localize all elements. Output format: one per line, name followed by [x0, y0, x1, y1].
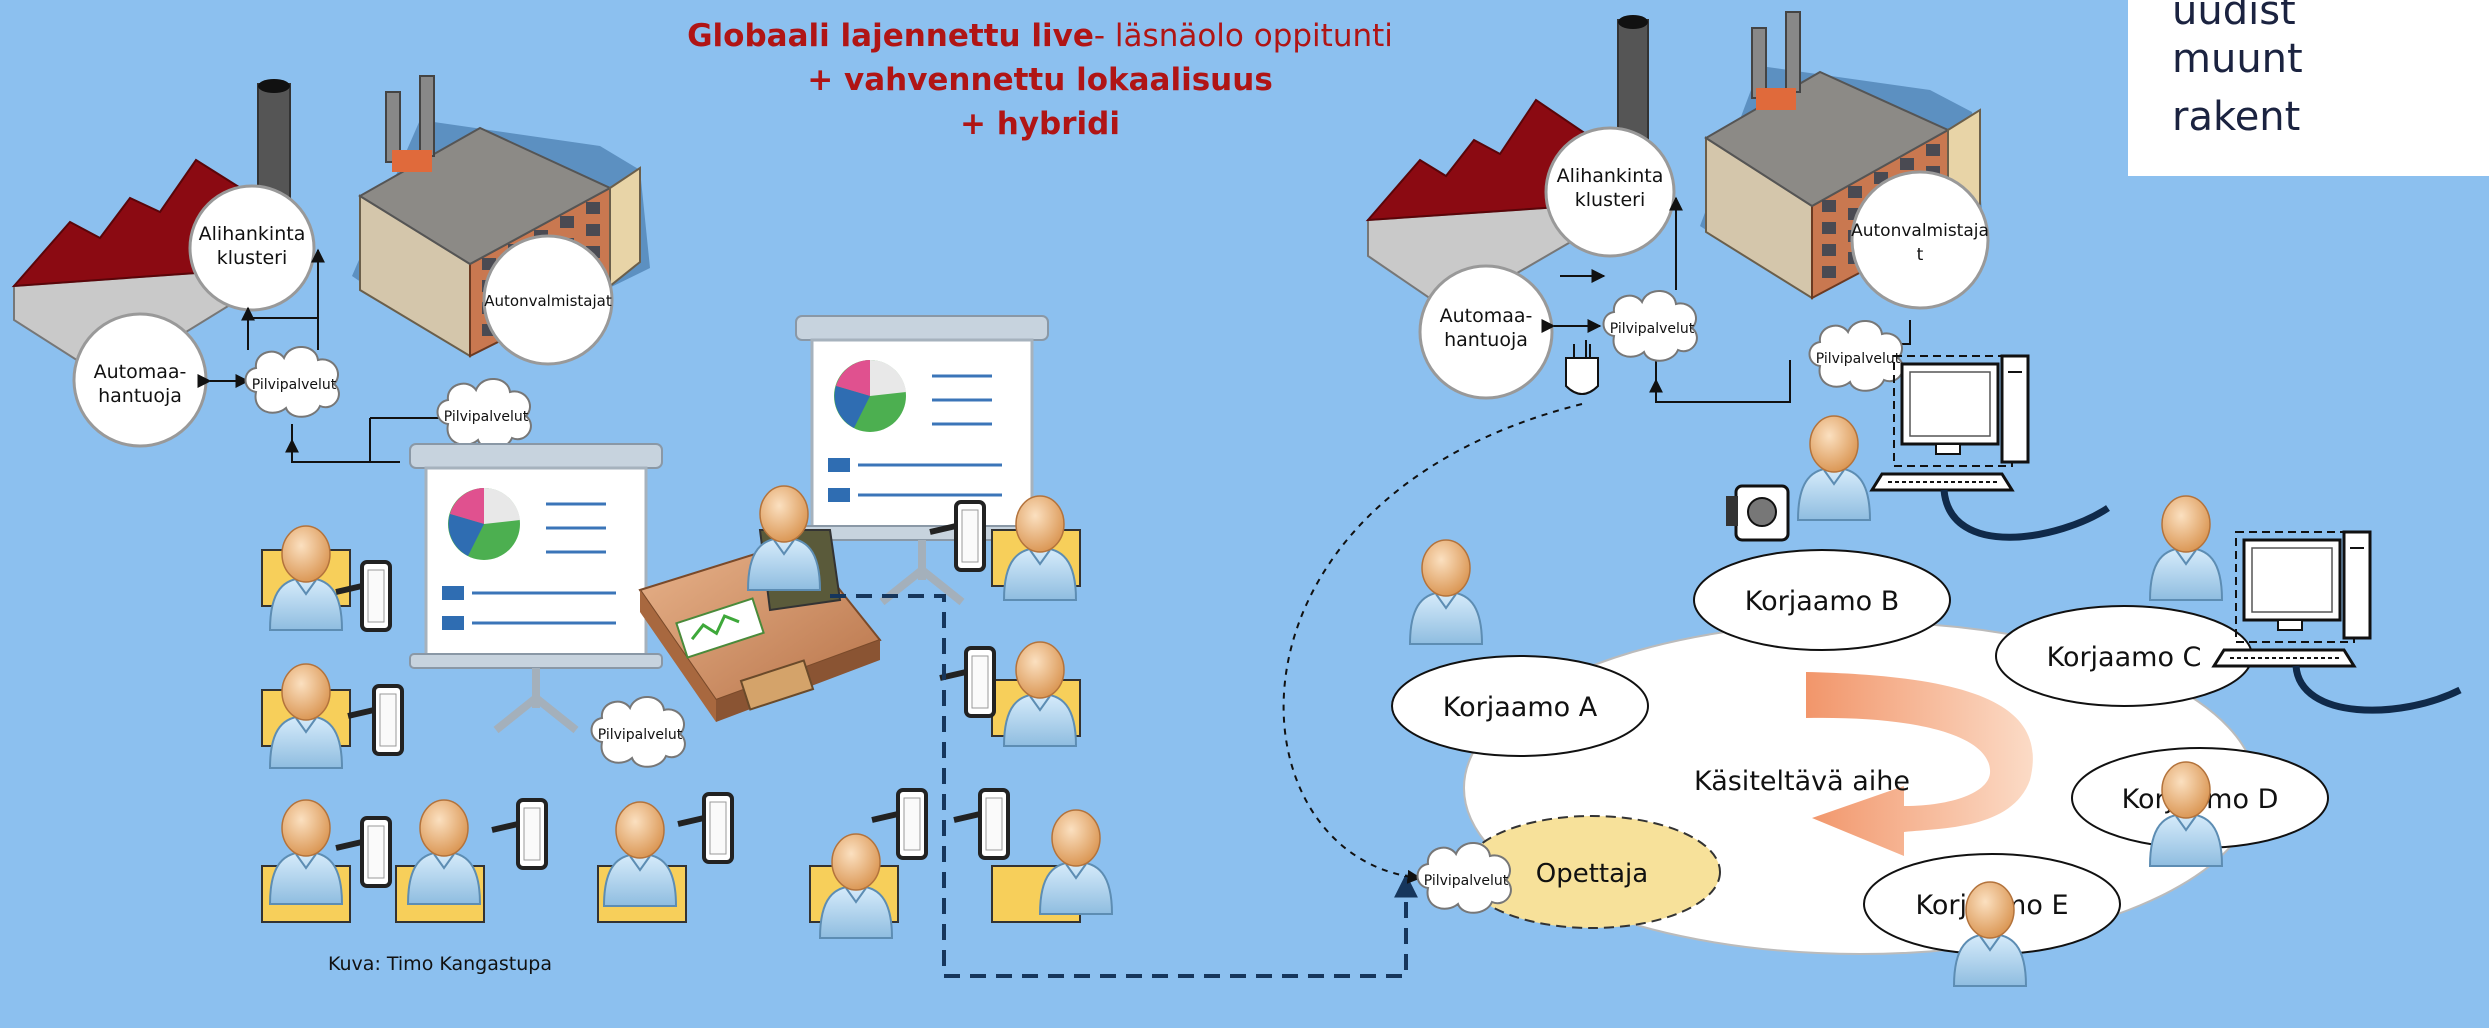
student-5: [603, 794, 732, 907]
left-automaa-line1: Automaa-: [94, 361, 187, 383]
left-cloud-1: Pilvipalvelut: [244, 345, 340, 418]
factory-window: [586, 202, 600, 214]
right-connectors: [1541, 196, 1911, 403]
factory-window: [586, 224, 600, 236]
classroom-link-dashed: [830, 594, 1418, 978]
korjaamo-a-label: Korjaamo A: [1443, 692, 1598, 723]
left-alihankinta-line2: klusteri: [217, 247, 287, 269]
photo-credit: Kuva: Timo Kangastupa: [328, 953, 552, 975]
right-autonvalmistaja-line2: t: [1917, 245, 1924, 265]
korjaamo-c: Korjaamo C: [1995, 605, 2253, 707]
factory-window: [1822, 222, 1836, 234]
korjaamo-a: Korjaamo A: [1391, 655, 1649, 757]
topic-curved-arrow: [1806, 672, 2033, 856]
left-alihankinta-line1: Alihankinta: [199, 223, 306, 245]
left-autonvalmistajat-circle: Autonvalmistajat: [482, 234, 614, 366]
left-cloud-3-label: Pilvipalvelut: [598, 727, 683, 743]
corner-text-box: uudist muunt rakent: [2128, 0, 2489, 176]
right-cloud-1-label: Pilvipalvelut: [1610, 321, 1695, 337]
student-3: [269, 799, 390, 905]
factory-window: [1848, 186, 1862, 198]
factory-window: [1822, 200, 1836, 212]
left-alihankinta-circle: Alihankinta klusteri: [188, 184, 316, 312]
topic-label: Käsiteltävä aihe: [1694, 766, 1910, 797]
left-automaa-circle: Automaa- hantuoja: [72, 312, 208, 448]
student-4: [407, 800, 546, 905]
left-cloud-1-label: Pilvipalvelut: [252, 377, 337, 393]
factory-window: [1900, 158, 1914, 170]
title-line3: + hybridi: [960, 106, 1120, 142]
left-cloud-2-label: Pilvipalvelut: [444, 409, 529, 425]
right-cloud-1: Pilvipalvelut: [1602, 289, 1698, 362]
person-near-korjaamo-a: [1409, 539, 1483, 645]
factory-window: [1822, 266, 1836, 278]
right-autonvalmistaja-line1: Autonvalmistaja: [1851, 221, 1989, 241]
person-near-camera: [1797, 415, 1871, 521]
right-alihankinta-line1: Alihankinta: [1557, 165, 1664, 187]
right-autonvalmistaja-circle: Autonvalmistaja t: [1850, 170, 1990, 310]
teacher-label: Opettaja: [1536, 859, 1648, 889]
factory-window: [1926, 144, 1940, 156]
right-alihankinta-line2: klusteri: [1575, 189, 1645, 211]
left-cloud-2: Pilvipalvelut: [436, 377, 532, 450]
left-autonvalmistajat-label: Autonvalmistajat: [484, 292, 612, 310]
right-automaa-circle: Automaa- hantuoja: [1418, 264, 1554, 400]
factory-window: [560, 216, 574, 228]
left-connectors: [197, 248, 450, 463]
left-cloud-3: Pilvipalvelut: [590, 695, 686, 768]
teacher-ellipse: Opettaja: [1463, 815, 1721, 929]
korjaamo-c-label: Korjaamo C: [2047, 642, 2202, 673]
corner-text-line2: muunt: [2172, 36, 2303, 82]
corner-text-line1: uudist: [2172, 0, 2296, 34]
factory-window: [1822, 244, 1836, 256]
computer-cables: [1940, 489, 2462, 714]
left-automaa-line2: hantuoja: [98, 385, 182, 407]
plug-icon: [1565, 344, 1599, 395]
korjaamo-b-label: Korjaamo B: [1745, 586, 1900, 617]
right-automaa-line1: Automaa-: [1440, 305, 1533, 327]
right-cloud-2-label: Pilvipalvelut: [1816, 351, 1901, 367]
diagram-title: Globaali lajennettu live- läsnäolo oppit…: [640, 14, 1440, 146]
student-6: [819, 790, 926, 939]
right-cloud-3-label: Pilvipalvelut: [1424, 873, 1509, 889]
left-presentation-board: [410, 444, 662, 730]
right-automaa-line2: hantuoja: [1444, 329, 1528, 351]
korjaamo-b: Korjaamo B: [1693, 549, 1951, 651]
title-line2: + vahvennettu lokaalisuus: [807, 62, 1273, 98]
right-alihankinta-circle: Alihankinta klusteri: [1544, 126, 1676, 258]
plug-to-teacher-dashed: [1282, 403, 1583, 884]
right-cloud-2: Pilvipalvelut: [1808, 319, 1904, 392]
title-line1-bold: Globaali lajennettu live: [687, 18, 1094, 54]
title-line1-rest: - läsnäolo oppitunti: [1093, 18, 1393, 54]
video-camera-icon: [1726, 484, 1790, 542]
topic-text: Käsiteltävä aihe: [1694, 766, 1910, 797]
person-near-computer-2: [2149, 495, 2223, 601]
right-cloud-3: Pilvipalvelut: [1416, 841, 1512, 914]
corner-text-line3: rakent: [2172, 94, 2301, 140]
